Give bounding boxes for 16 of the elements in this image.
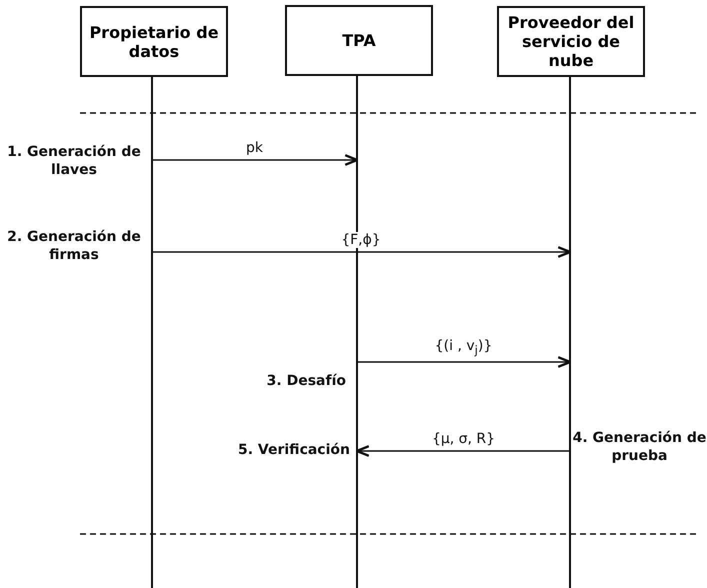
step-label: 5. Verificación (236, 441, 350, 459)
lifeline (569, 77, 571, 588)
participant-box: Proveedor del servicio de nube (497, 6, 645, 77)
message-arrow (356, 445, 569, 457)
lifeline (356, 76, 358, 588)
step-label: 3. Desafío (266, 372, 346, 390)
edge-label: pk (244, 140, 265, 156)
message-arrow (153, 154, 358, 166)
message-arrow (153, 246, 572, 258)
lifeline (151, 77, 153, 588)
participant-box: Propietario de datos (80, 6, 228, 77)
participant-box: TPA (285, 5, 433, 76)
step-label: 1. Generación de llaves (6, 143, 142, 179)
message-arrow (358, 356, 572, 368)
step-label: 4. Generación de prueba (572, 429, 707, 465)
step-label: 2. Generación de firmas (6, 228, 142, 264)
